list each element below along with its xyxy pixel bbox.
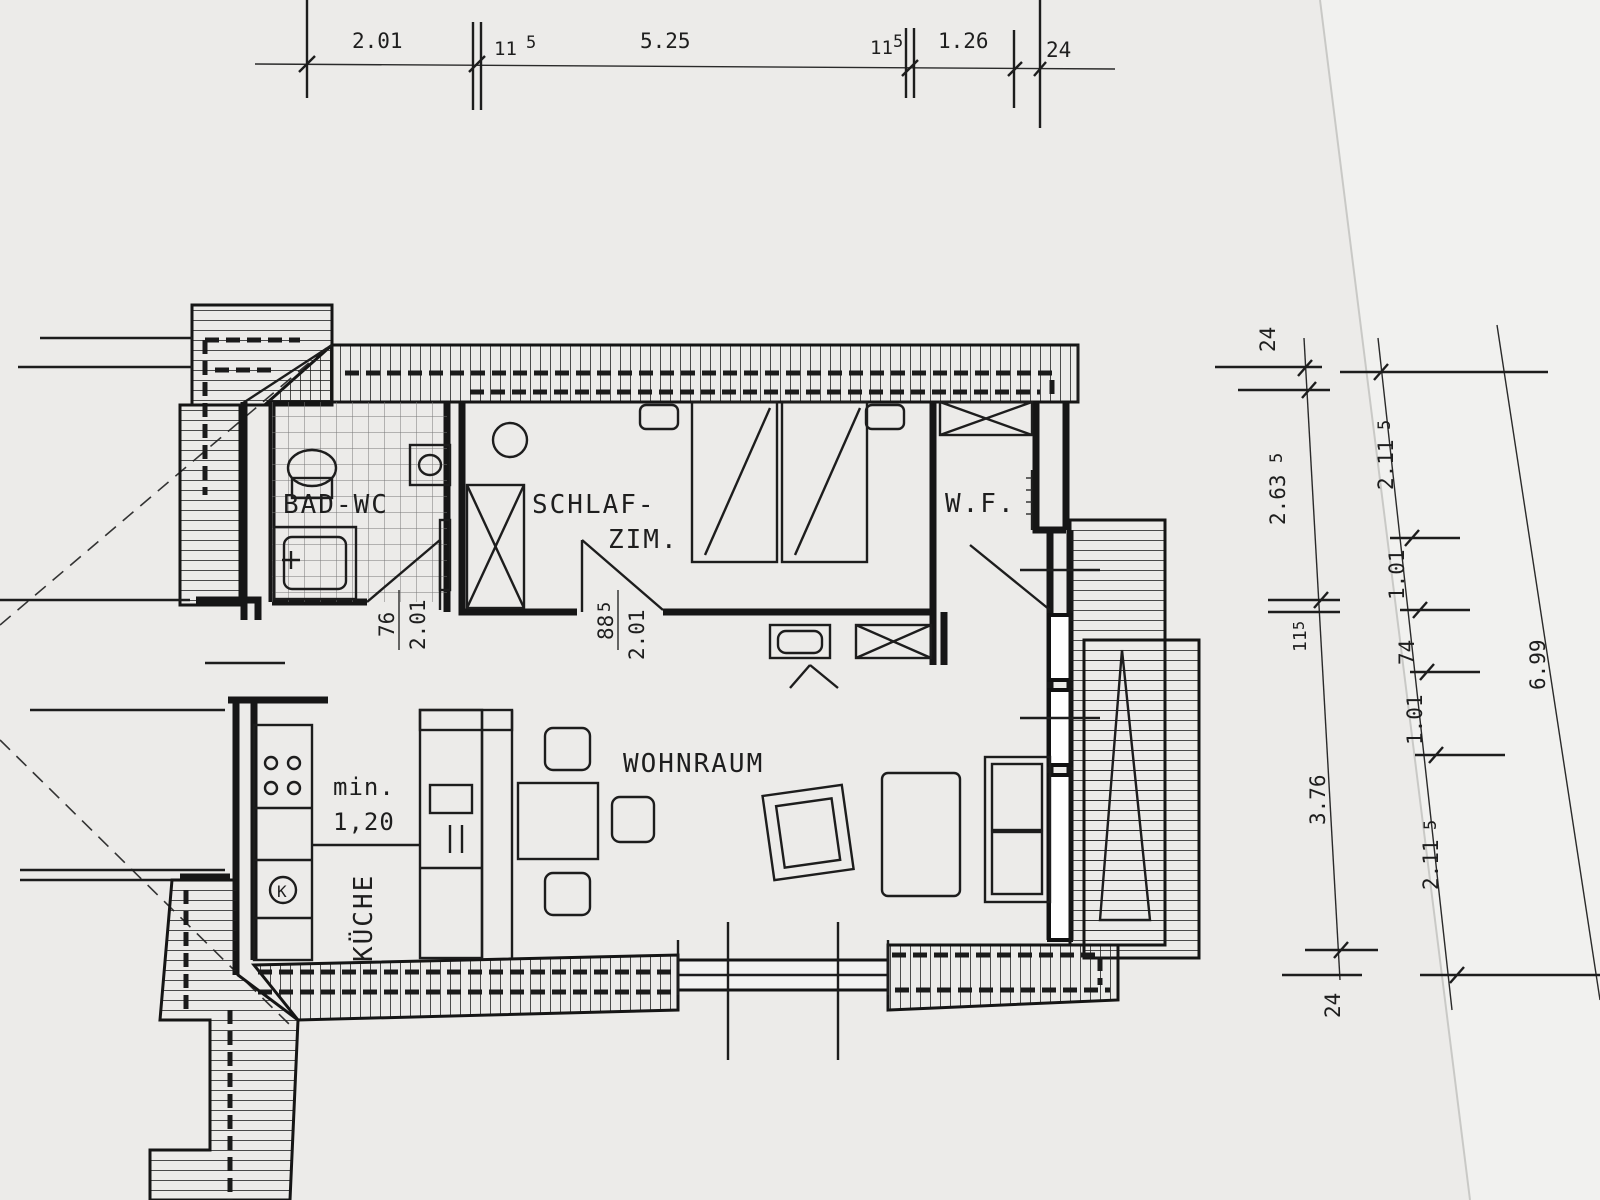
dim-outer-d: 1.01 bbox=[1403, 694, 1427, 745]
bottom-outer-wall bbox=[250, 922, 1120, 1060]
label-bad-wc: BAD-WC bbox=[283, 490, 389, 520]
roof-slope-lines bbox=[0, 344, 331, 1026]
dim-right-schlaf-sup: 5 bbox=[1267, 453, 1287, 463]
dim-top-2-sup: 5 bbox=[526, 33, 536, 53]
dim-right-wohn: 3.76 bbox=[1306, 774, 1330, 825]
dim-bath-door-width: 76 bbox=[375, 612, 399, 637]
dim-outer-a-sup: 5 bbox=[1375, 420, 1395, 430]
living-room-furniture bbox=[516, 726, 1052, 917]
label-wf: W.F. bbox=[945, 489, 1016, 519]
kitchen-fixtures: K bbox=[252, 708, 514, 962]
dim-right-wall: 11 bbox=[1290, 630, 1311, 652]
label-schlaf-2: ZIM. bbox=[608, 525, 679, 555]
dim-outer-a: 2.11 bbox=[1374, 439, 1398, 490]
chimney-top-left bbox=[178, 303, 334, 607]
dim-top-1: 2.01 bbox=[352, 29, 403, 53]
dim-outer-e-sup: 5 bbox=[1421, 820, 1441, 830]
east-wall-windows bbox=[1047, 613, 1073, 942]
dim-top-6: 24 bbox=[1046, 38, 1071, 62]
dim-right-top: 24 bbox=[1256, 327, 1280, 352]
dim-top-3: 5.25 bbox=[640, 29, 691, 53]
dim-top-2: 11 bbox=[494, 38, 517, 60]
dim-bed-door-sup: 5 bbox=[595, 602, 615, 612]
paper-fold bbox=[1319, 0, 1600, 1200]
bedroom-furniture bbox=[465, 400, 1034, 689]
label-kueche: KÜCHE bbox=[347, 874, 379, 962]
label-min: min. bbox=[333, 773, 395, 801]
dim-outer-total: 6.99 bbox=[1526, 639, 1550, 690]
dim-outer-c: 74 bbox=[1395, 640, 1419, 665]
top-outer-wall bbox=[264, 343, 1080, 404]
stair-bottom-left bbox=[148, 878, 300, 1200]
label-min-width: 1,20 bbox=[333, 808, 395, 836]
staircase bbox=[969, 518, 1201, 960]
dim-bed-door-height: 2.01 bbox=[625, 609, 649, 660]
dim-outer-e: 2.11 bbox=[1419, 839, 1443, 890]
right-dimension-chain-outer bbox=[1340, 324, 1600, 1011]
right-dimension-chain-inner bbox=[1215, 337, 1378, 981]
dim-bed-door-width: 88 bbox=[594, 615, 618, 640]
top-dimension-chain bbox=[254, 0, 1116, 128]
dim-bath-door-height: 2.01 bbox=[406, 599, 430, 650]
label-wohnraum: WOHNRAUM bbox=[623, 749, 764, 779]
kuehlschrank-icon: K bbox=[277, 882, 287, 901]
bath-fixtures bbox=[272, 402, 452, 610]
dim-top-4-sup: 5 bbox=[893, 32, 903, 52]
label-schlaf-1: SCHLAF- bbox=[532, 490, 656, 520]
left-outer-lines bbox=[0, 336, 285, 882]
dim-outer-b: 1.01 bbox=[1385, 549, 1409, 600]
dim-top-5: 1.26 bbox=[938, 29, 989, 53]
dim-right-schlaf: 2.63 bbox=[1266, 474, 1290, 525]
dim-right-wall-sup: 5 bbox=[1290, 621, 1308, 630]
dim-top-4: 11 bbox=[870, 37, 893, 59]
dim-right-bottom: 24 bbox=[1321, 993, 1345, 1018]
